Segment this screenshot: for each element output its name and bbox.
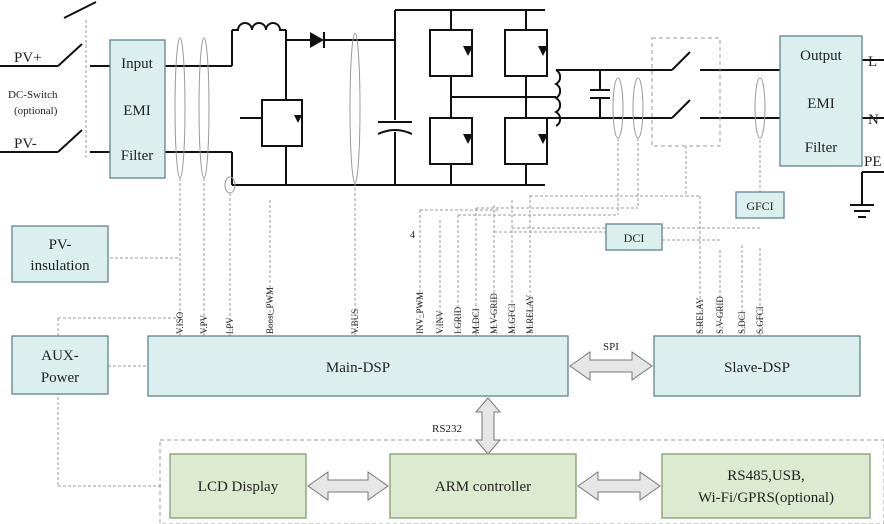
signal-label: I.PV [225, 317, 235, 334]
dc-switch-label: DC-Switch [8, 89, 58, 101]
svg-text:GFCI: GFCI [746, 199, 773, 213]
arm-comm-arrow [577, 471, 661, 501]
signal-label: S.V-GRID [715, 296, 725, 334]
lcd-arm-arrow [307, 471, 389, 501]
lcd-display-block: LCD Display [169, 453, 307, 519]
input-emi-filter: Input EMI Filter [109, 39, 166, 179]
svg-text:Wi-Fi/GPRS(optional): Wi-Fi/GPRS(optional) [698, 490, 834, 506]
signal-label: M.V-GRID [489, 293, 499, 334]
svg-text:EMI: EMI [123, 103, 151, 119]
current-sensors [174, 32, 766, 194]
slave-signal-labels: S.RELAY S.V-GRID S.DCI S.GFCI [695, 296, 765, 334]
signal-lines [57, 138, 761, 487]
output-n-label: N [868, 112, 879, 128]
spi-arrow: SPI [569, 341, 653, 381]
output-emi-filter: Output EMI Filter [779, 35, 863, 167]
svg-text:Output: Output [800, 48, 843, 64]
slave-dsp-block: Slave-DSP [653, 335, 861, 397]
pv-minus-label: PV- [14, 136, 37, 152]
svg-text:Filter: Filter [805, 140, 838, 156]
signal-label: M.GFCI [507, 303, 517, 334]
svg-text:PV-: PV- [49, 237, 72, 253]
main-dsp-block: Main-DSP [147, 335, 569, 397]
svg-text:EMI: EMI [807, 96, 835, 112]
svg-text:Input: Input [121, 56, 153, 72]
svg-text:Slave-DSP: Slave-DSP [724, 360, 790, 376]
svg-text:AUX-: AUX- [41, 348, 79, 364]
svg-text:ARM controller: ARM controller [435, 479, 531, 495]
signal-label: M.DCI [471, 308, 481, 334]
svg-text:LCD Display: LCD Display [198, 479, 279, 495]
signal-label: S.GFCI [755, 306, 765, 334]
comm-block: RS485,USB, Wi-Fi/GPRS(optional) [661, 453, 871, 519]
dc-switch-note: (optional) [14, 105, 58, 117]
marker-4: 4 [410, 230, 415, 241]
power-stage [0, 1, 884, 218]
svg-text:Filter: Filter [121, 148, 154, 164]
dci-block: DCI [605, 223, 663, 251]
svg-text:RS232: RS232 [432, 423, 462, 435]
signal-label: M.RELAY [525, 294, 535, 334]
signal-label: I.GRID [453, 306, 463, 334]
pv-plus-label: PV+ [14, 50, 42, 66]
svg-text:insulation: insulation [30, 258, 90, 274]
output-l-label: L [868, 54, 877, 70]
signal-label: INV_PWM [415, 292, 425, 334]
main-signal-labels: V.ISO V.PV I.PV Boost_PWM V.BUS INV_PWM V.INV I… [175, 287, 535, 334]
signal-label: Boost_PWM [265, 287, 275, 334]
pv-insulation-block: PV- insulation [11, 225, 109, 283]
arm-controller-block: ARM controller [389, 453, 577, 519]
svg-text:Power: Power [41, 370, 79, 386]
output-pe-label: PE [864, 154, 882, 170]
svg-text:Main-DSP: Main-DSP [326, 360, 390, 376]
rs232-arrow: RS232 [432, 397, 502, 455]
signal-label: S.DCI [737, 311, 747, 334]
signal-label: V.PV [199, 314, 209, 334]
aux-power-block: AUX- Power [11, 335, 109, 395]
svg-text:SPI: SPI [603, 341, 619, 353]
signal-label: V.ISO [175, 311, 185, 334]
gfci-block: GFCI [735, 191, 785, 219]
signal-label: S.RELAY [695, 297, 705, 334]
svg-text:RS485,USB,: RS485,USB, [727, 468, 805, 484]
svg-text:DCI: DCI [624, 231, 645, 245]
signal-label: V.BUS [350, 309, 360, 334]
signal-label: V.INV [435, 310, 445, 334]
